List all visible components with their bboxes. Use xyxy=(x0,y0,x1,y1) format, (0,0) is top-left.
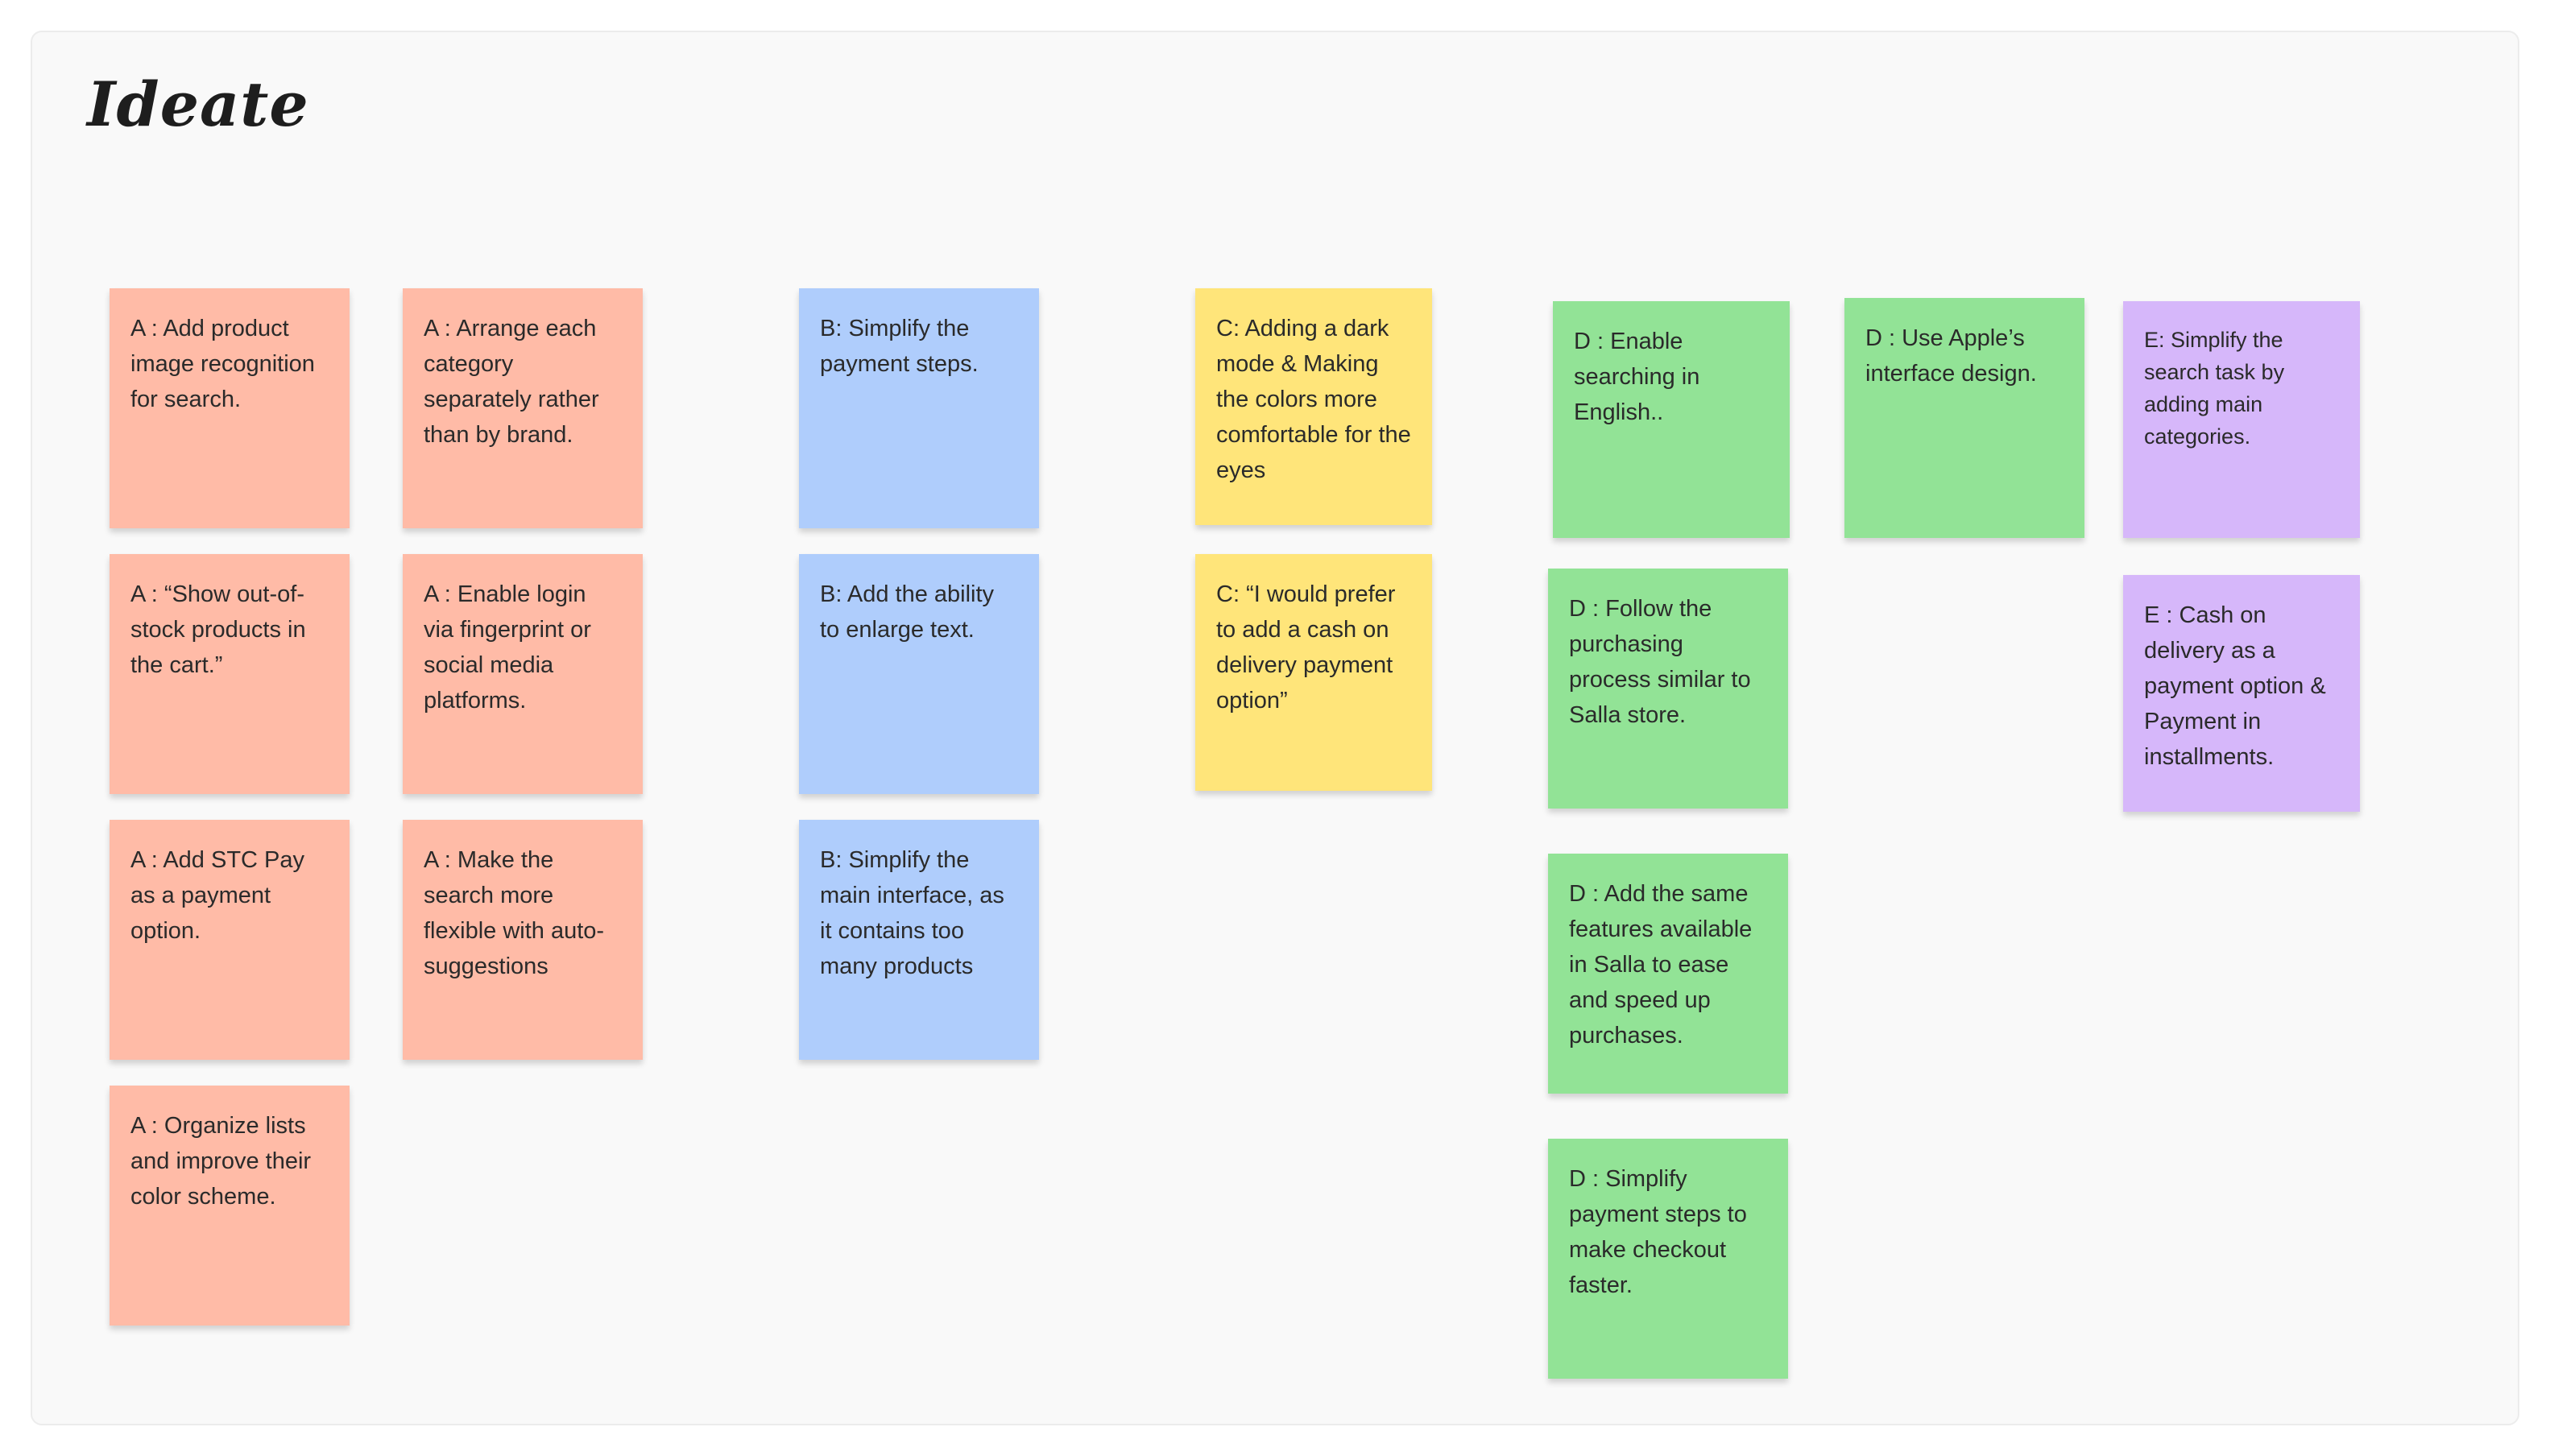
sticky-note-d4[interactable]: D : Simplify payment steps to make check… xyxy=(1548,1139,1788,1379)
sticky-note-d1[interactable]: D : Enable searching in English.. xyxy=(1553,301,1790,538)
sticky-note-b1[interactable]: B: Simplify the payment steps. xyxy=(799,288,1039,528)
sticky-note-e1[interactable]: E: Simplify the search task by adding ma… xyxy=(2123,301,2360,538)
sticky-note-e2[interactable]: E : Cash on delivery as a payment option… xyxy=(2123,575,2360,812)
sticky-note-a4[interactable]: A : Organize lists and improve their col… xyxy=(110,1086,350,1326)
sticky-note-c1[interactable]: C: Adding a dark mode & Making the color… xyxy=(1195,288,1432,525)
sticky-note-d5[interactable]: D : Use Apple’s interface design. xyxy=(1844,298,2084,538)
sticky-note-a2[interactable]: A : “Show out-of-stock products in the c… xyxy=(110,554,350,794)
sticky-note-a3[interactable]: A : Add STC Pay as a payment option. xyxy=(110,820,350,1060)
sticky-note-a7[interactable]: A : Make the search more flexible with a… xyxy=(403,820,643,1060)
board-title: Ideate xyxy=(87,68,309,140)
sticky-note-a5[interactable]: A : Arrange each category separately rat… xyxy=(403,288,643,528)
sticky-note-d3[interactable]: D : Add the same features available in S… xyxy=(1548,854,1788,1094)
sticky-note-d2[interactable]: D : Follow the purchasing process simila… xyxy=(1548,569,1788,809)
sticky-note-a6[interactable]: A : Enable login via fingerprint or soci… xyxy=(403,554,643,794)
sticky-note-b3[interactable]: B: Simplify the main interface, as it co… xyxy=(799,820,1039,1060)
sticky-note-c2[interactable]: C: “I would prefer to add a cash on deli… xyxy=(1195,554,1432,791)
sticky-note-a1[interactable]: A : Add product image recognition for se… xyxy=(110,288,350,528)
sticky-note-b2[interactable]: B: Add the ability to enlarge text. xyxy=(799,554,1039,794)
